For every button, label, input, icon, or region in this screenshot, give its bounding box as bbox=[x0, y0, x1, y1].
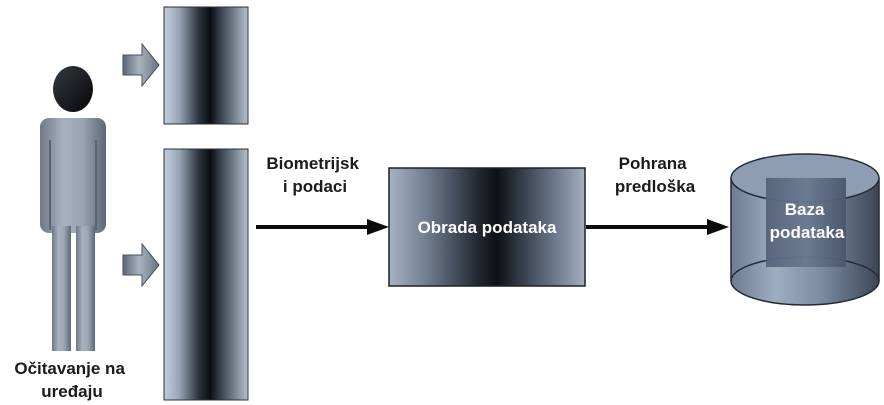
processing-box-label: Obrada podataka bbox=[418, 218, 557, 237]
database-icon: Baza podataka bbox=[730, 153, 880, 306]
scanner-panel-top bbox=[163, 6, 249, 125]
flow-label-storage: Pohrana predloška bbox=[615, 154, 696, 196]
arrow-right-icon bbox=[122, 42, 160, 88]
flow-arrow-biometric bbox=[256, 219, 389, 235]
database-inner-panel bbox=[766, 178, 846, 267]
person-torso bbox=[40, 118, 106, 233]
database-label: Baza podataka bbox=[770, 200, 845, 242]
person-head bbox=[53, 66, 93, 112]
scanner-panel-bottom bbox=[163, 148, 249, 401]
reader-caption: Očitavanje na uređaju bbox=[14, 359, 129, 401]
arrow-right-icon bbox=[122, 242, 160, 288]
flow-arrow-storage bbox=[586, 219, 729, 235]
person-icon bbox=[40, 66, 106, 351]
person-right-leg bbox=[76, 226, 95, 351]
flow-label-biometric: Biometrijsk i podaci bbox=[266, 154, 363, 196]
person-left-leg bbox=[52, 226, 71, 351]
processing-box: Obrada podataka bbox=[388, 167, 586, 287]
